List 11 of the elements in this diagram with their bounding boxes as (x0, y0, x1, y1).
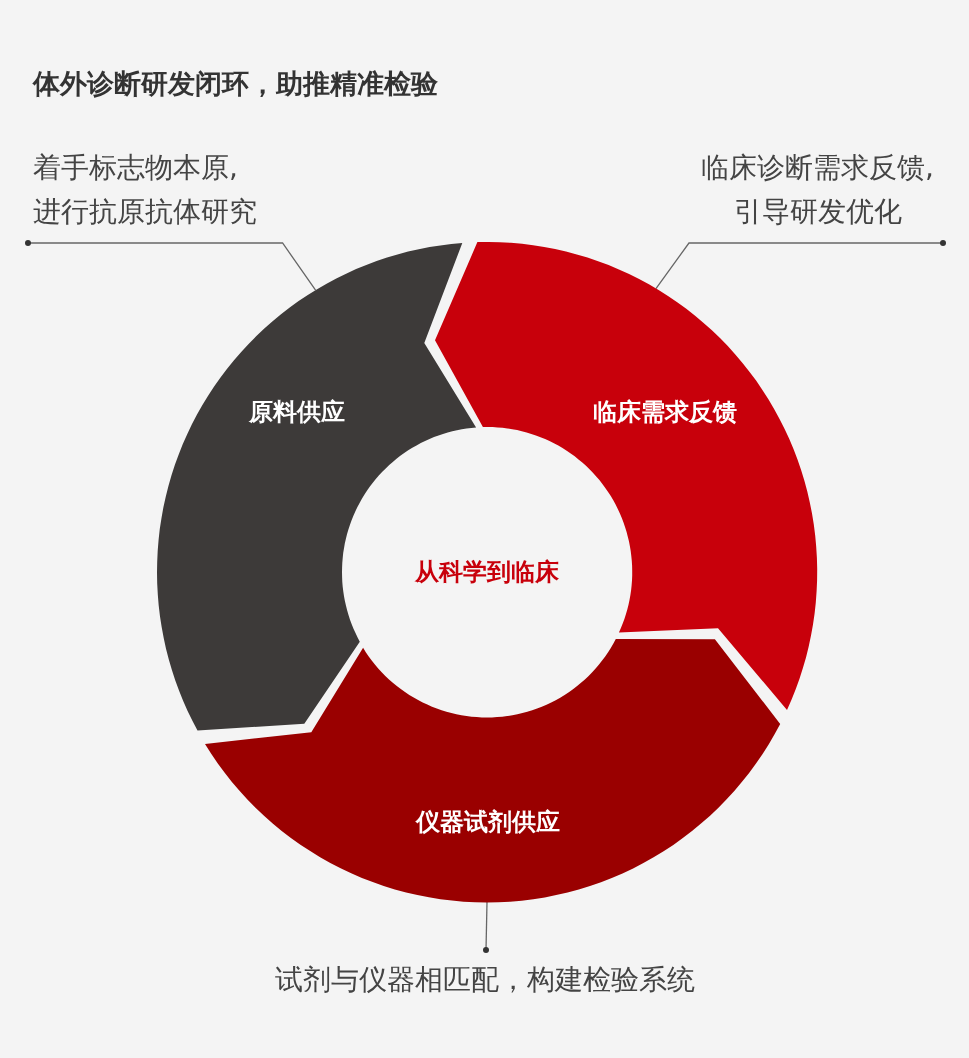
ring-segment (205, 638, 781, 902)
annotation-text: 试剂与仪器相匹配，构建检验系统 (200, 958, 770, 1002)
title: 体外诊断研发闭环，助推精准检验 (33, 67, 438, 101)
leader-line (25, 240, 317, 291)
leader-line (655, 240, 946, 290)
annotation-text: 着手标志物本原, 进行抗原抗体研究 (33, 146, 298, 234)
annotation-text: 临床诊断需求反馈, 引导研发优化 (675, 146, 960, 234)
segment-label: 仪器试剂供应 (416, 807, 560, 838)
leader-line (483, 901, 489, 953)
segment-label: 原料供应 (249, 397, 345, 428)
segment-label: 临床需求反馈 (593, 397, 737, 428)
